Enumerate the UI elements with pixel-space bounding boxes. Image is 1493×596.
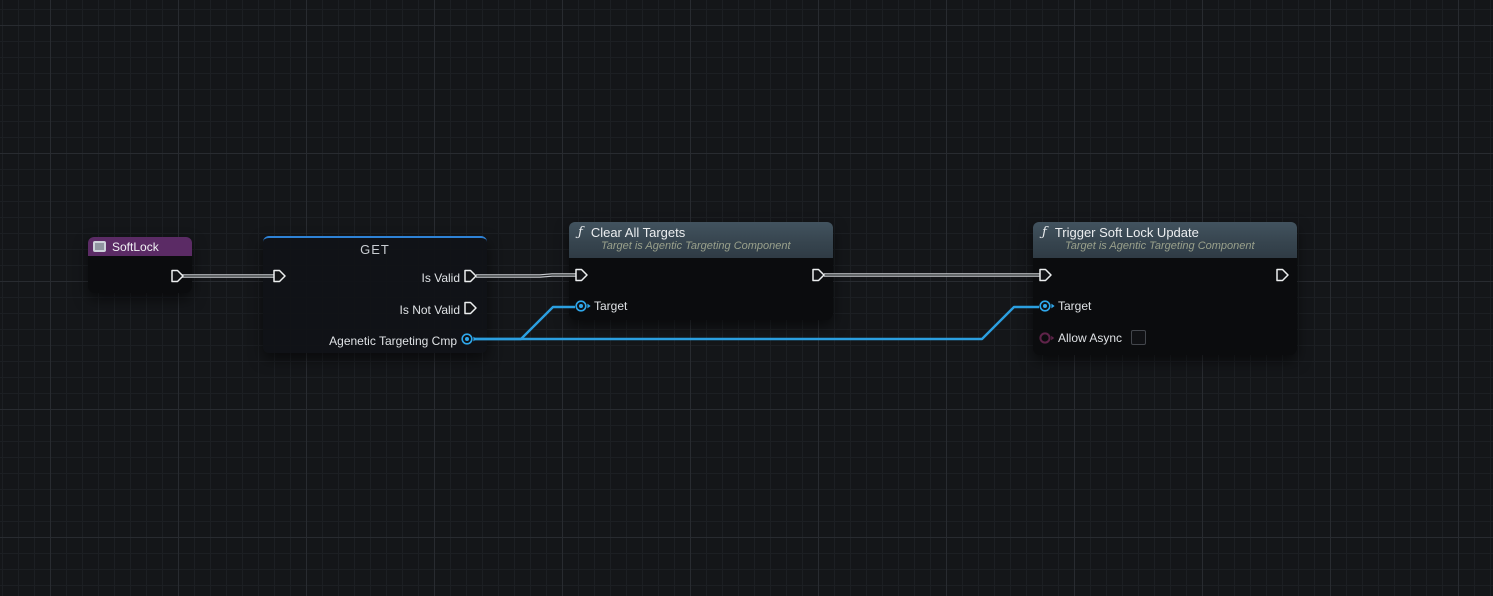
clear-node-title: Clear All Targets [590,225,686,240]
function-icon: ƒ [1042,225,1047,240]
pin-label-allow-async: Allow Async [1058,331,1123,345]
softlock-node-title: SoftLock [112,239,159,254]
exec-wire-isvalid-to-clear [476,273,576,278]
node-softlock-variable[interactable]: SoftLock [88,237,192,293]
pin-label-target: Target [594,299,628,313]
pin-label-is-not-valid: Is Not Valid [399,303,460,317]
clear-node-subtitle: Target is Agentic Targeting Component [601,240,791,252]
node-get-validated[interactable]: GET Is Valid Is Not Valid Agenetic Targe… [263,236,487,353]
data-wire-cmp-to-clear-target [475,305,575,341]
function-icon: ƒ [578,225,583,240]
get-node-title: GET [360,242,390,257]
pin-label-agenetic-targeting-cmp: Agenetic Targeting Cmp [329,334,457,348]
node-clear-all-targets[interactable]: ƒ Clear All Targets Target is Agentic Ta… [569,222,833,320]
trigger-node-subtitle: Target is Agentic Targeting Component [1065,240,1255,252]
node-trigger-soft-lock-update[interactable]: ƒ Trigger Soft Lock Update Target is Age… [1033,222,1297,355]
trigger-node-header: ƒ Trigger Soft Lock Update Target is Age… [1033,222,1297,258]
pin-label-target: Target [1058,299,1092,313]
trigger-node-title: Trigger Soft Lock Update [1054,225,1199,240]
clear-node-header: ƒ Clear All Targets Target is Agentic Ta… [569,222,833,258]
softlock-node-header: SoftLock [88,237,192,256]
allow-async-checkbox[interactable] [1131,330,1146,345]
variable-icon [93,241,106,252]
pin-label-is-valid: Is Valid [421,271,460,285]
